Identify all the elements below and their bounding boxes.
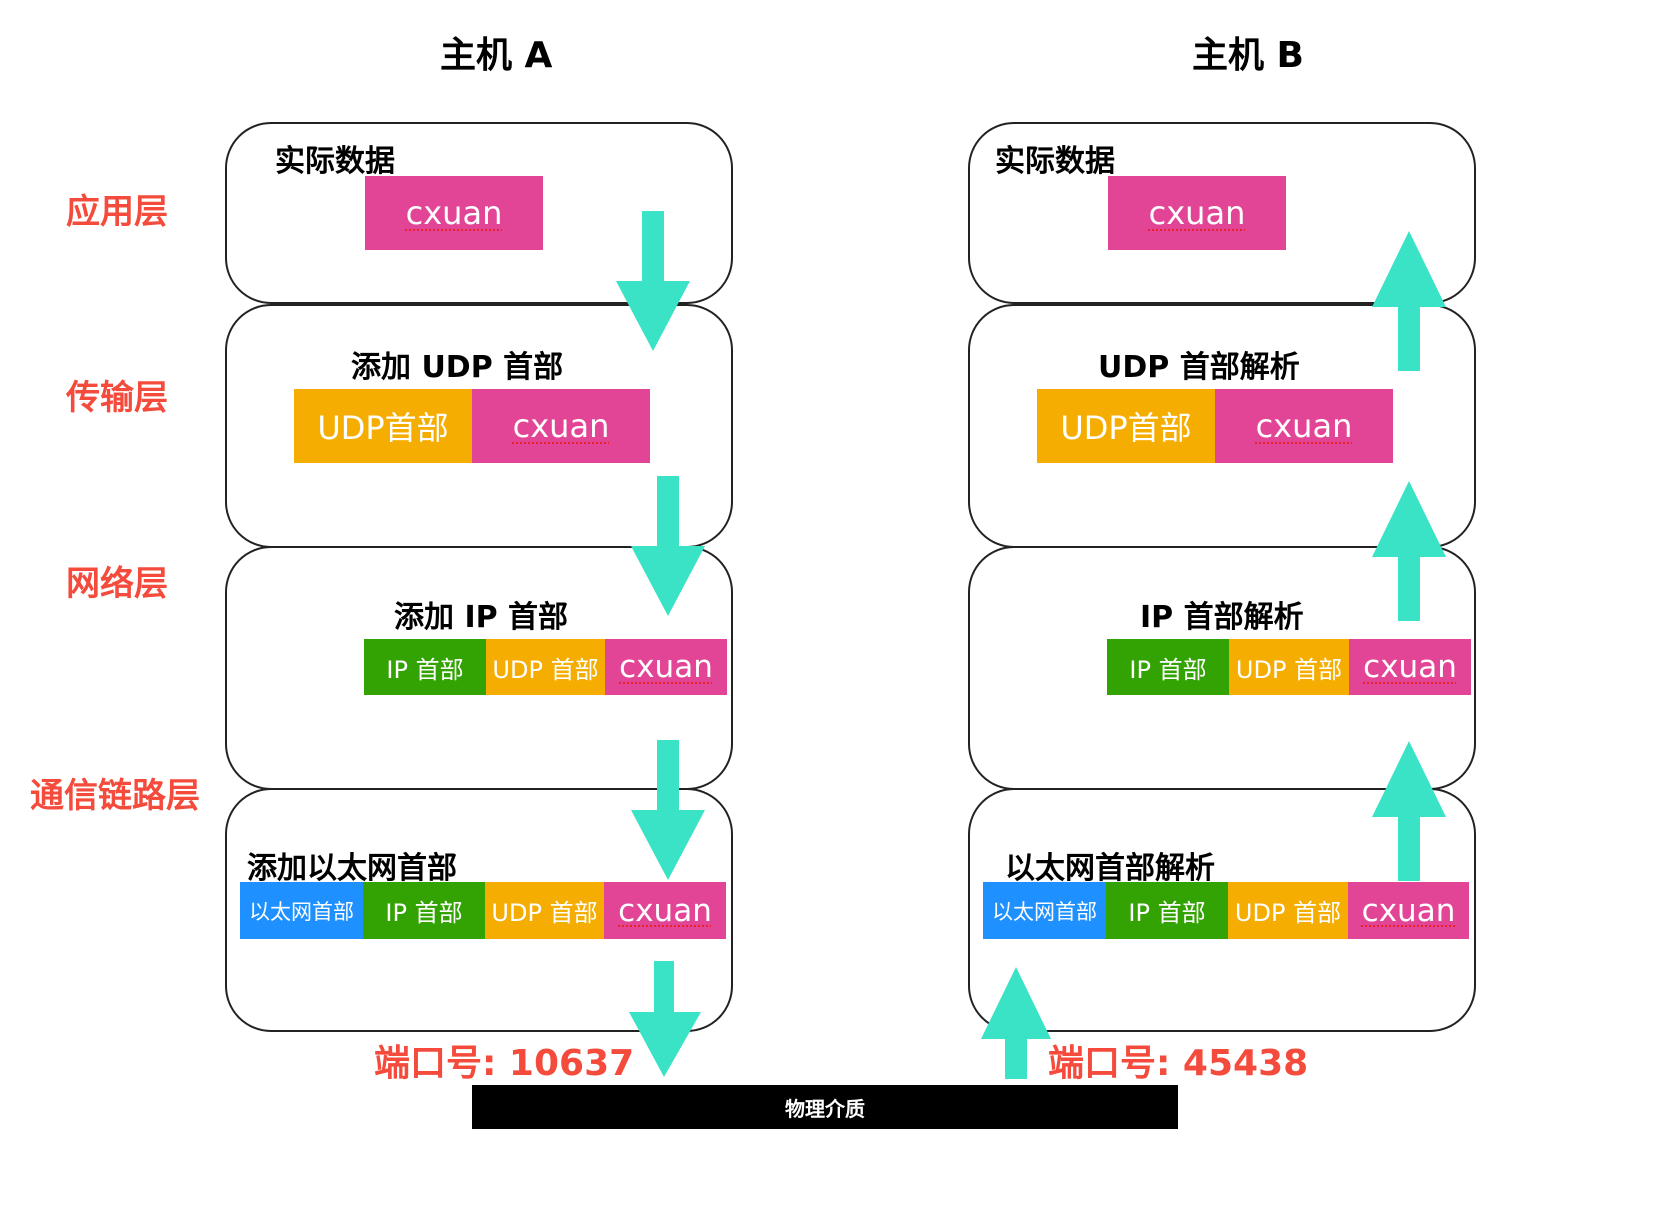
- arrow-down-icon: [629, 961, 701, 1077]
- arrow-up-icon: [1372, 481, 1446, 621]
- host-b-link-box: [968, 788, 1476, 1032]
- udp-header-label: UDP首部: [317, 409, 449, 447]
- payload-label: cxuan: [1255, 407, 1353, 445]
- udp-header-label: UDP 首部: [492, 655, 599, 684]
- payload-label: cxuan: [1361, 892, 1456, 929]
- payload-segment: cxuan: [605, 639, 727, 695]
- ethernet-header-label: 以太网首部: [992, 899, 1097, 924]
- arrow-up-icon: [1372, 231, 1446, 371]
- payload-label: cxuan: [619, 649, 713, 685]
- udp-header-segment: UDP 首部: [1229, 639, 1349, 695]
- payload-label: cxuan: [618, 892, 712, 929]
- payload-segment: cxuan: [1108, 176, 1286, 250]
- host-b-network-title: IP 首部解析: [1140, 600, 1304, 635]
- payload-label: cxuan: [512, 407, 610, 445]
- arrow-up-icon: [981, 967, 1051, 1079]
- ip-header-label: IP 首部: [385, 899, 463, 927]
- ethernet-header-label: 以太网首部: [249, 899, 354, 924]
- host-a-application-title: 实际数据: [275, 144, 395, 179]
- layer-label-network: 网络层: [66, 564, 168, 604]
- ip-header-label: IP 首部: [386, 655, 464, 684]
- host-a-link-title: 添加以太网首部: [247, 851, 457, 886]
- host-b-port-label: 端口号: 45438: [1048, 1043, 1309, 1084]
- host-a-application-box: [225, 122, 733, 304]
- host-a-transport-title: 添加 UDP 首部: [351, 350, 564, 385]
- host-b-transport-title: UDP 首部解析: [1098, 350, 1300, 385]
- arrow-up-icon: [1372, 741, 1446, 881]
- payload-segment: cxuan: [604, 882, 726, 939]
- host-b-title: 主机 B: [1192, 35, 1304, 76]
- host-a-network-title: 添加 IP 首部: [394, 600, 569, 635]
- payload-segment: cxuan: [1348, 882, 1469, 939]
- physical-medium-bar: 物理介质: [472, 1085, 1178, 1129]
- ip-header-segment: IP 首部: [1107, 639, 1229, 695]
- arrow-down-icon: [616, 211, 690, 351]
- host-a-link-box: [225, 788, 733, 1032]
- payload-label: cxuan: [1363, 649, 1457, 685]
- payload-segment: cxuan: [1215, 389, 1393, 463]
- payload-segment: cxuan: [365, 176, 543, 250]
- udp-header-label: UDP 首部: [1234, 899, 1342, 927]
- udp-header-segment: UDP 首部: [486, 639, 605, 695]
- ethernet-header-segment: 以太网首部: [240, 882, 363, 939]
- host-b-application-title: 实际数据: [995, 144, 1115, 179]
- ip-header-segment: IP 首部: [364, 639, 486, 695]
- physical-medium-label: 物理介质: [785, 1096, 865, 1121]
- udp-header-segment: UDP首部: [294, 389, 472, 463]
- udp-header-segment: UDP 首部: [485, 882, 604, 939]
- ip-header-segment: IP 首部: [363, 882, 485, 939]
- host-a-port-label: 端口号: 10637: [374, 1043, 635, 1084]
- udp-header-label: UDP 首部: [491, 899, 598, 927]
- host-a-title: 主机 A: [440, 35, 553, 76]
- arrow-down-icon: [631, 476, 705, 616]
- payload-segment: cxuan: [472, 389, 650, 463]
- udp-header-segment: UDP 首部: [1228, 882, 1348, 939]
- udp-header-segment: UDP首部: [1037, 389, 1215, 463]
- payload-label: cxuan: [405, 194, 503, 232]
- udp-header-label: UDP 首部: [1235, 655, 1343, 684]
- payload-label: cxuan: [1148, 194, 1246, 232]
- ethernet-header-segment: 以太网首部: [983, 882, 1106, 939]
- layer-label-link: 通信链路层: [30, 776, 200, 816]
- payload-segment: cxuan: [1349, 639, 1471, 695]
- udp-header-label: UDP首部: [1060, 409, 1192, 447]
- arrow-down-icon: [631, 740, 705, 880]
- ip-header-label: IP 首部: [1129, 655, 1207, 684]
- layer-label-application: 应用层: [66, 192, 168, 232]
- layer-label-transport: 传输层: [66, 378, 168, 418]
- host-b-application-box: [968, 122, 1476, 304]
- ip-header-label: IP 首部: [1128, 899, 1206, 927]
- host-b-link-title: 以太网首部解析: [1005, 851, 1215, 886]
- ip-header-segment: IP 首部: [1106, 882, 1228, 939]
